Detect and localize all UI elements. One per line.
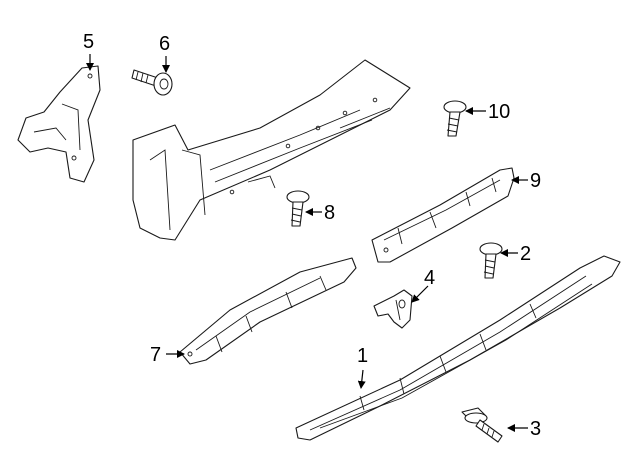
part-1-rocker-molding (295, 255, 621, 441)
part-4-bracket (373, 289, 413, 329)
callout-5: 5 (83, 31, 94, 53)
part-3-bolt (461, 407, 503, 443)
part-5-bracket (17, 65, 101, 183)
part-2-clip (479, 242, 503, 279)
callout-7: 7 (150, 344, 161, 366)
callout-2: 2 (520, 243, 531, 265)
part-7-bracket (179, 257, 357, 365)
callout-8: 8 (324, 202, 335, 224)
part-10-clip (443, 100, 467, 137)
callout-4: 4 (424, 267, 435, 289)
callout-10: 10 (488, 101, 510, 123)
leader-1 (357, 369, 366, 389)
vehicle-body-section (132, 59, 411, 241)
callout-3: 3 (530, 418, 541, 440)
leader-4 (411, 285, 429, 303)
callout-labels: 1 2 3 4 5 6 7 8 9 10 (83, 31, 541, 440)
part-8-clip (286, 190, 310, 227)
callout-1: 1 (357, 345, 368, 367)
callout-9: 9 (530, 170, 541, 192)
callout-6: 6 (159, 33, 170, 55)
part-9-bracket (371, 167, 515, 263)
leader-lines (86, 54, 528, 432)
part-6-bolt (131, 69, 173, 96)
